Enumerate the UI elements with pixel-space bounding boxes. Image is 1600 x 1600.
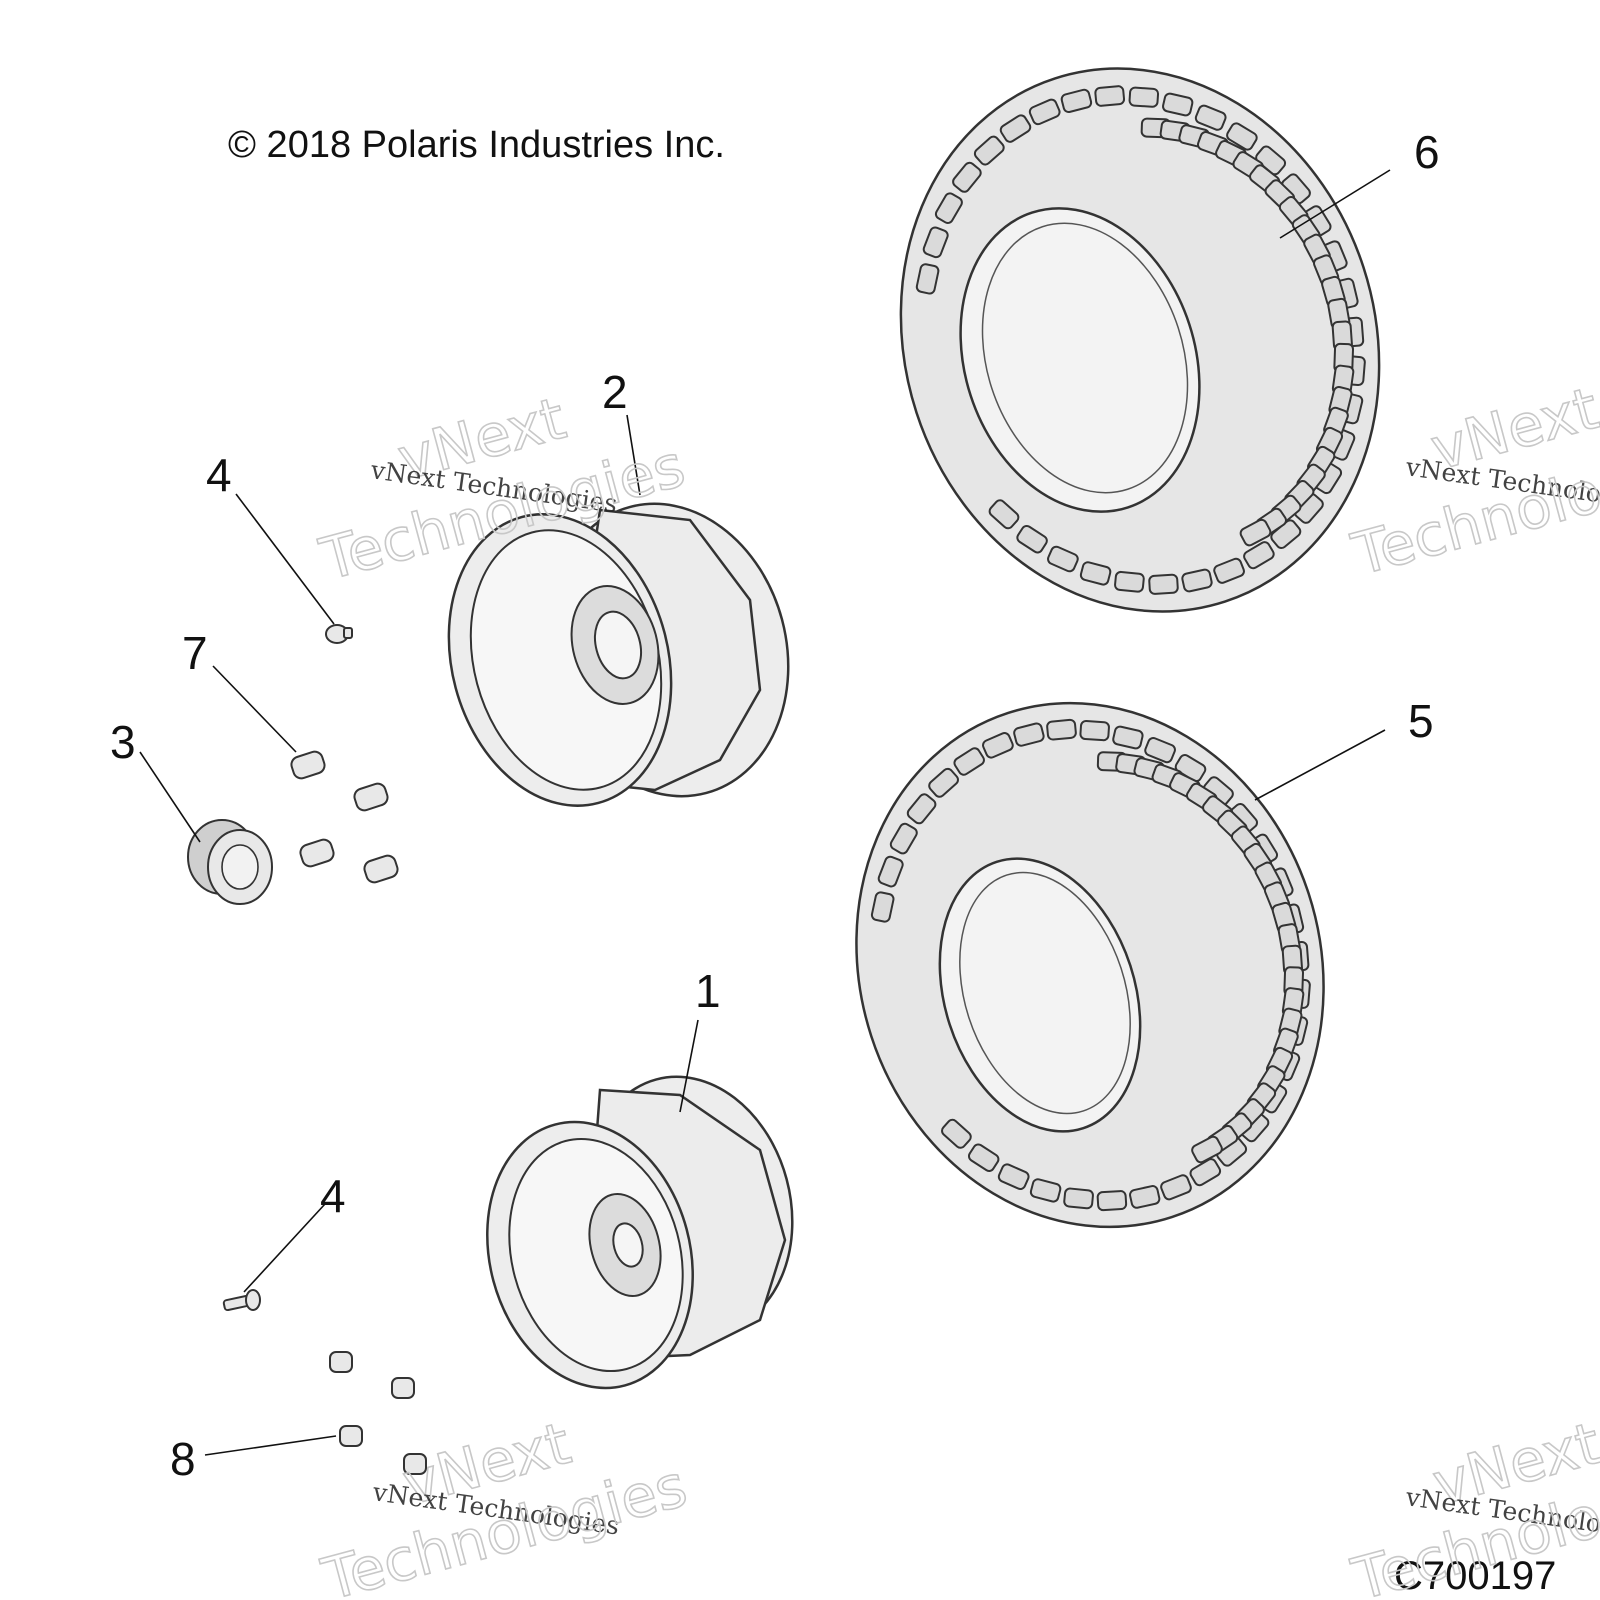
lug-nut bbox=[391, 1377, 415, 1399]
leader-line-4-upper bbox=[235, 493, 335, 625]
tread-lug bbox=[953, 747, 985, 776]
watermark-upper-right: vNext vNext Technologies Technologies bbox=[1344, 373, 1600, 589]
tread-lug bbox=[1226, 122, 1258, 151]
lug-nut bbox=[329, 1351, 353, 1373]
callout-1: 1 bbox=[695, 965, 721, 1017]
lug-nut bbox=[299, 838, 335, 868]
lug-nut bbox=[353, 782, 389, 812]
tread-lug bbox=[1013, 722, 1045, 747]
figure-code: C700197 bbox=[1394, 1554, 1557, 1598]
tread-lug bbox=[999, 114, 1032, 143]
tread-lug bbox=[1144, 737, 1176, 764]
tread-lug bbox=[1148, 573, 1179, 595]
wheel-1 bbox=[486, 1075, 794, 1390]
hub-nut-3 bbox=[187, 819, 273, 905]
tread-lug bbox=[1079, 561, 1112, 586]
callout-5: 5 bbox=[1408, 695, 1434, 747]
leader-line-8 bbox=[204, 1435, 337, 1456]
tread-lug bbox=[973, 135, 1005, 166]
leader-line-2 bbox=[626, 414, 641, 496]
callout-3: 3 bbox=[110, 716, 136, 768]
leader-line-4-lower bbox=[243, 1203, 326, 1293]
lug-nuts-7 bbox=[290, 750, 399, 884]
tread-lug bbox=[1096, 1190, 1128, 1212]
lug-nuts-8 bbox=[329, 1351, 427, 1475]
lug-nut bbox=[339, 1425, 363, 1447]
tread-lug bbox=[922, 226, 949, 259]
leader-line-3 bbox=[139, 751, 201, 843]
tread-lug bbox=[1191, 1135, 1223, 1164]
tread-lug bbox=[870, 891, 895, 923]
tread-lug bbox=[952, 161, 982, 193]
tread-lug bbox=[1129, 1185, 1161, 1209]
tread-lug bbox=[1047, 545, 1079, 573]
tread-lug bbox=[1028, 98, 1061, 126]
tread-lug bbox=[1060, 88, 1093, 114]
tread-lug bbox=[906, 793, 937, 825]
callout-2: 2 bbox=[602, 366, 628, 418]
wheel-2 bbox=[447, 502, 790, 807]
tread-lug bbox=[1181, 568, 1213, 593]
tread-lug bbox=[1189, 1158, 1222, 1187]
lug-nut bbox=[290, 750, 326, 780]
watermark-lower-right: vNext vNext Technologies Technologies bbox=[1344, 1408, 1600, 1600]
valve-stem-4-upper bbox=[325, 624, 353, 644]
tire-5 bbox=[855, 701, 1325, 1229]
tread-lug bbox=[1128, 86, 1160, 108]
tread-lug bbox=[1094, 85, 1126, 107]
leader-line-7 bbox=[212, 665, 297, 753]
tread-lug bbox=[889, 822, 918, 855]
tread-lug bbox=[1239, 518, 1272, 547]
tread-lug bbox=[1162, 92, 1194, 117]
callout-7: 7 bbox=[182, 627, 208, 679]
tread-lug bbox=[1243, 541, 1275, 570]
lug-nut bbox=[403, 1453, 427, 1475]
tread-lug bbox=[1029, 1178, 1062, 1203]
tread-lug bbox=[915, 263, 940, 295]
tread-lug bbox=[1112, 725, 1144, 750]
tire-6-tread-lugs bbox=[915, 85, 1366, 595]
leader-line-6 bbox=[1279, 169, 1391, 239]
tread-lug bbox=[1160, 1174, 1192, 1201]
tread-lug bbox=[877, 855, 904, 888]
tread-lug bbox=[997, 1163, 1030, 1190]
tread-lug bbox=[928, 767, 959, 798]
tread-lug bbox=[934, 192, 963, 224]
callout-8: 8 bbox=[170, 1433, 196, 1485]
tread-lug bbox=[967, 1143, 1000, 1172]
tread-lug bbox=[1046, 718, 1077, 741]
tire-6 bbox=[899, 67, 1381, 613]
tread-lug bbox=[941, 1118, 972, 1149]
tread-lug bbox=[988, 499, 1020, 530]
tread-lug bbox=[1079, 720, 1110, 742]
tire-5-tread-lugs bbox=[870, 718, 1311, 1212]
tread-lug bbox=[1114, 570, 1145, 593]
leader-line-1 bbox=[679, 1019, 699, 1113]
lug-nut bbox=[363, 854, 399, 884]
watermark-lower-left: vNext vNext Technologies Technologies bbox=[314, 1408, 694, 1600]
leader-line-5 bbox=[1254, 729, 1386, 801]
valve-stem-4-lower bbox=[222, 1289, 261, 1312]
tread-lug bbox=[1213, 557, 1245, 584]
callout-4-upper: 4 bbox=[206, 449, 232, 501]
callout-4-lower: 4 bbox=[320, 1170, 346, 1222]
tread-lug bbox=[1063, 1187, 1094, 1210]
tread-lug bbox=[1194, 104, 1227, 131]
copyright-text: © 2018 Polaris Industries Inc. bbox=[228, 124, 725, 166]
tread-lug bbox=[982, 732, 1014, 759]
callout-6: 6 bbox=[1414, 126, 1440, 178]
tread-lug bbox=[1016, 524, 1048, 554]
